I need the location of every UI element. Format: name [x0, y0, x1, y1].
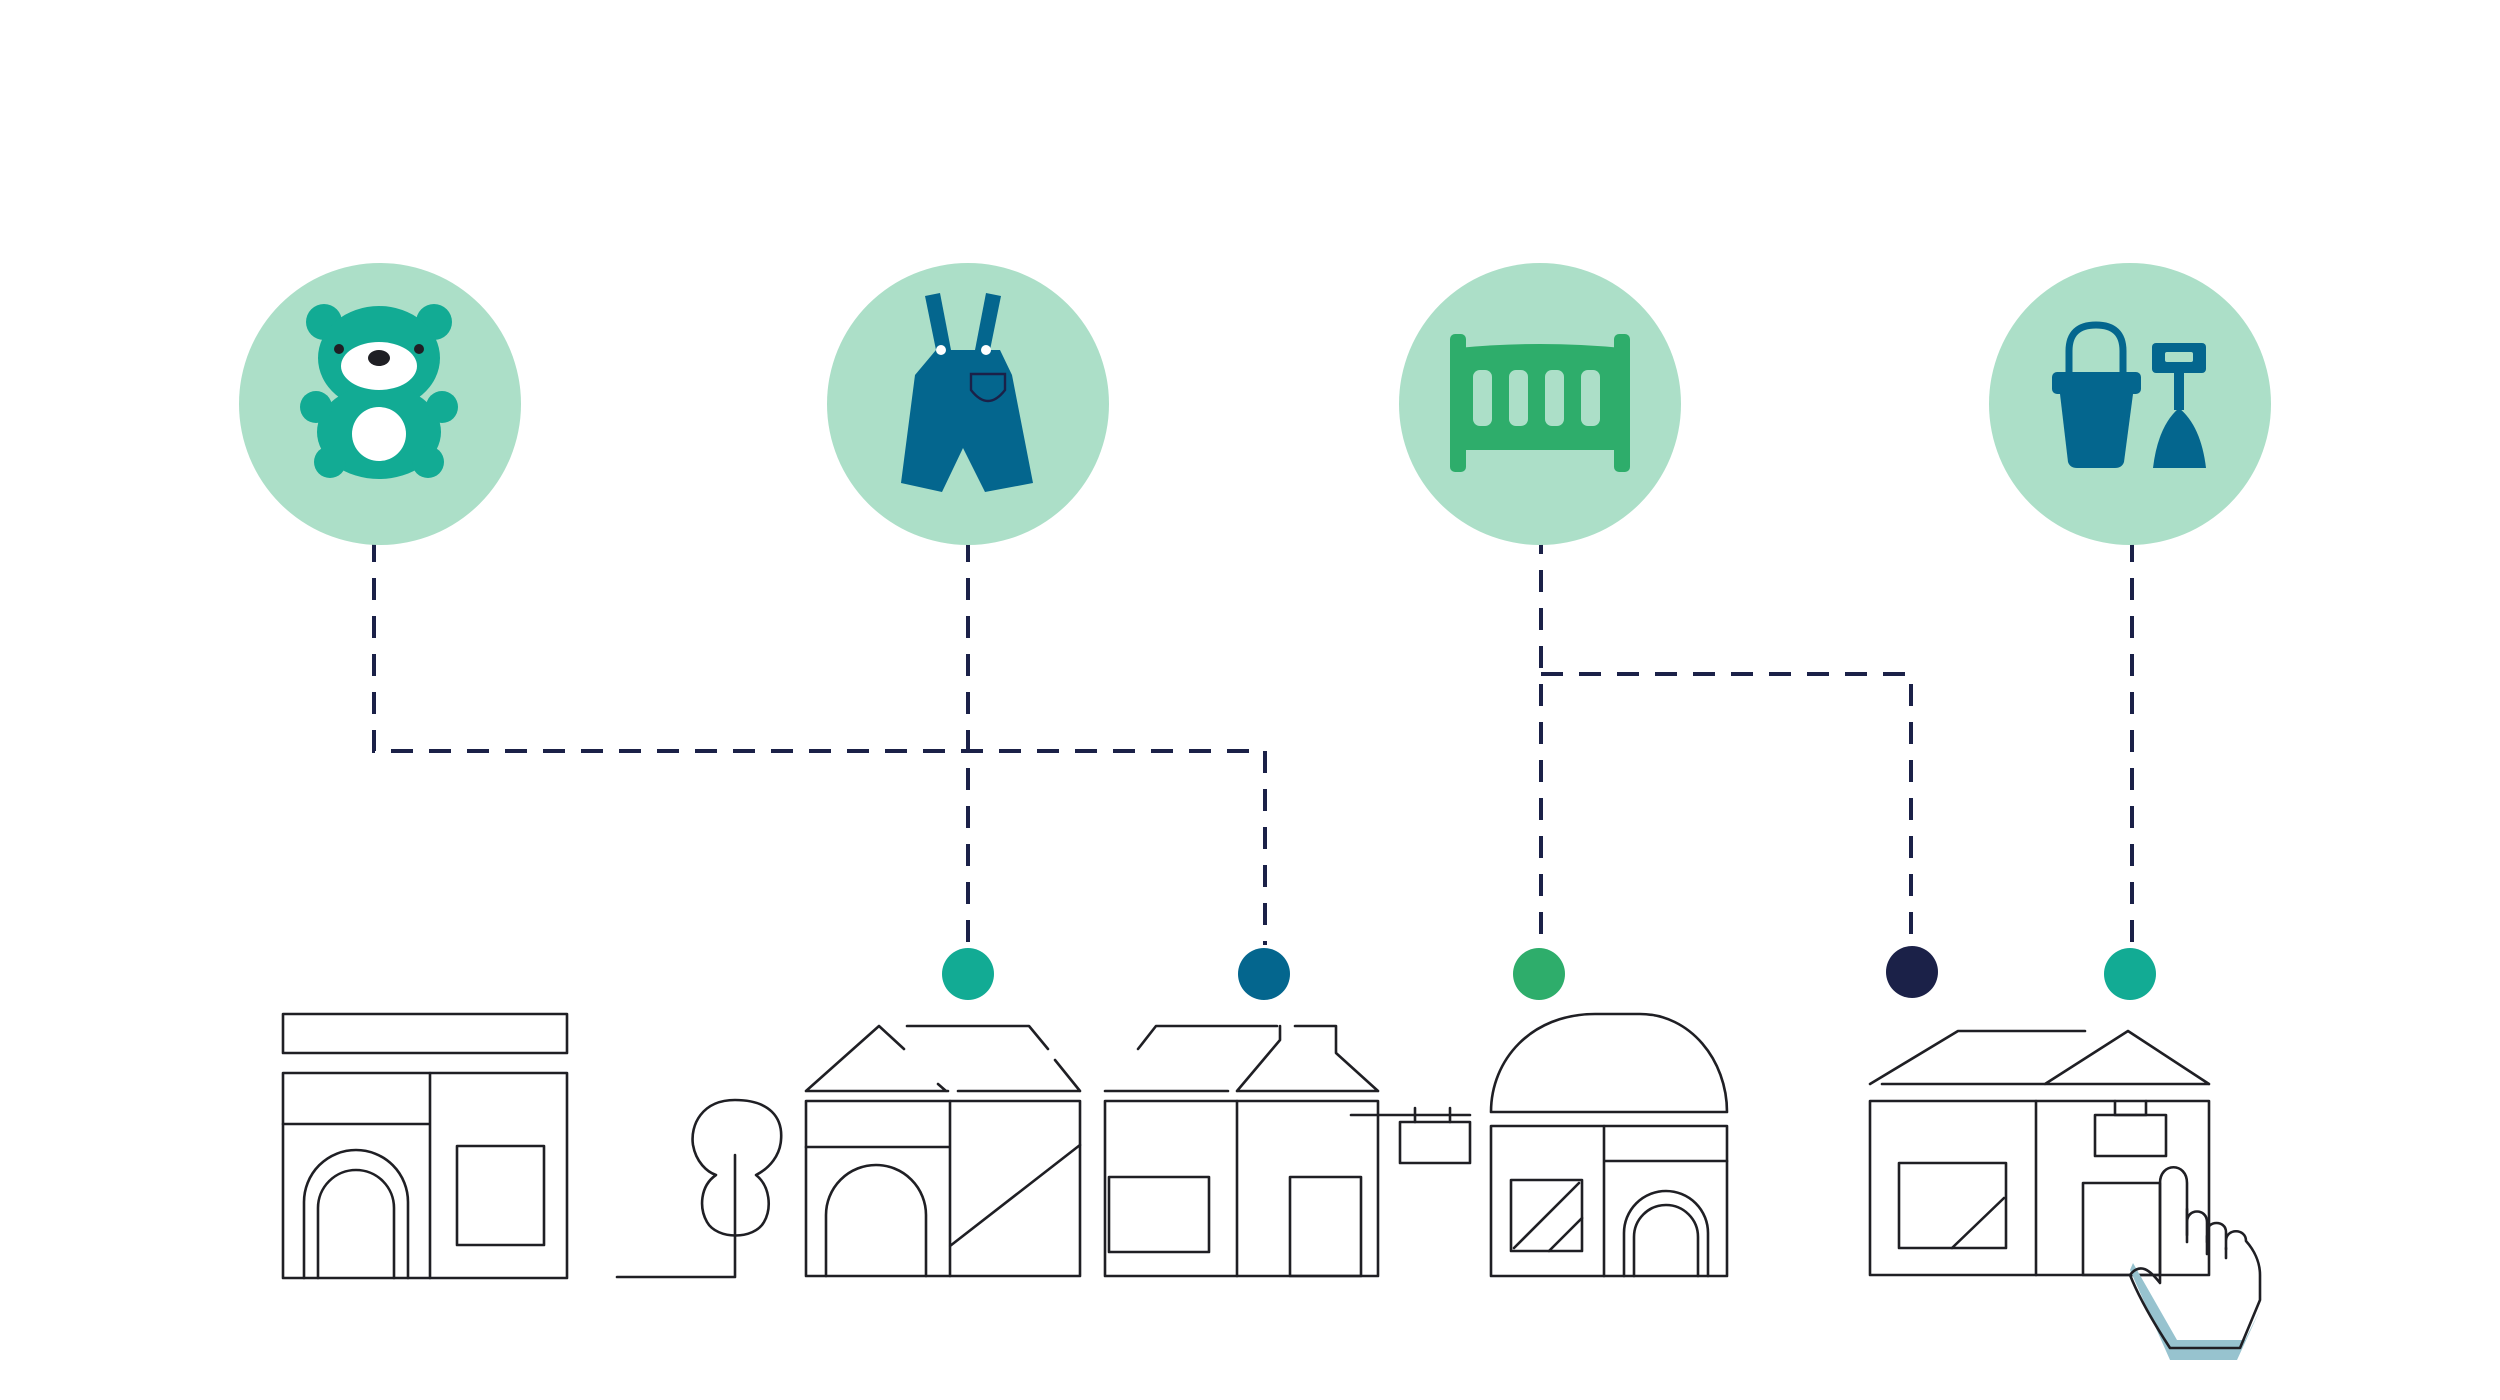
arched-doorway — [302, 1148, 410, 1280]
category-nursery[interactable] — [1399, 263, 1681, 545]
store-dome-roof — [1489, 1012, 1729, 1114]
store-5[interactable] — [1868, 1029, 2211, 1277]
bucket-and-spade-icon — [2052, 321, 2206, 468]
store-3[interactable] — [1103, 1024, 1472, 1278]
store-5-marker-dot-nursery[interactable] — [1886, 946, 1938, 998]
arched-doorway — [824, 1163, 928, 1278]
store-sign-board — [281, 1012, 569, 1055]
crib-icon — [1450, 334, 1630, 472]
hanging-sign-bracket — [1349, 1106, 1472, 1124]
store-door — [2081, 1181, 2162, 1277]
store-roof — [804, 1024, 1082, 1093]
connector-toys-to-store-3 — [372, 540, 1267, 945]
store-2-marker-dot[interactable] — [942, 948, 994, 1000]
store-roof — [1103, 1024, 1380, 1093]
hanging-sign — [1398, 1120, 1472, 1165]
store-4[interactable] — [1489, 1012, 1729, 1278]
shop-window — [1107, 1175, 1211, 1254]
arched-doorway — [1622, 1189, 1710, 1278]
store-door — [1288, 1175, 1363, 1278]
store-facade — [1868, 1099, 2211, 1277]
hanging-sign — [2093, 1113, 2168, 1158]
shop-window — [455, 1144, 546, 1247]
category-toys[interactable] — [239, 263, 521, 545]
connection-dots — [942, 946, 2156, 1000]
hanging-sign-bracket — [2113, 1099, 2148, 1117]
store-4-marker-dot[interactable] — [1513, 948, 1565, 1000]
shop-window — [1509, 1178, 1584, 1253]
connector-nursery-to-store-5 — [1541, 672, 1913, 945]
overalls-icon — [901, 293, 1033, 492]
store-2[interactable] — [804, 1024, 1082, 1278]
store-facade — [804, 1099, 1082, 1278]
hand-pointer-icon — [2128, 1166, 2262, 1360]
teddy-bear-icon — [300, 304, 458, 479]
store-facade — [1489, 1124, 1729, 1278]
category-clothing[interactable] — [827, 263, 1109, 545]
store-facade — [281, 1071, 569, 1280]
store-3-marker-dot[interactable] — [1238, 948, 1290, 1000]
store-1[interactable] — [281, 1012, 569, 1280]
tree-icon — [615, 1098, 783, 1279]
shop-window — [1897, 1161, 2008, 1250]
connector-lines — [372, 532, 2134, 945]
store-roof — [1868, 1029, 2211, 1086]
category-outdoor[interactable] — [1989, 263, 2271, 545]
store-facade — [1103, 1099, 1380, 1278]
store-5-marker-dot-outdoor[interactable] — [2104, 948, 2156, 1000]
